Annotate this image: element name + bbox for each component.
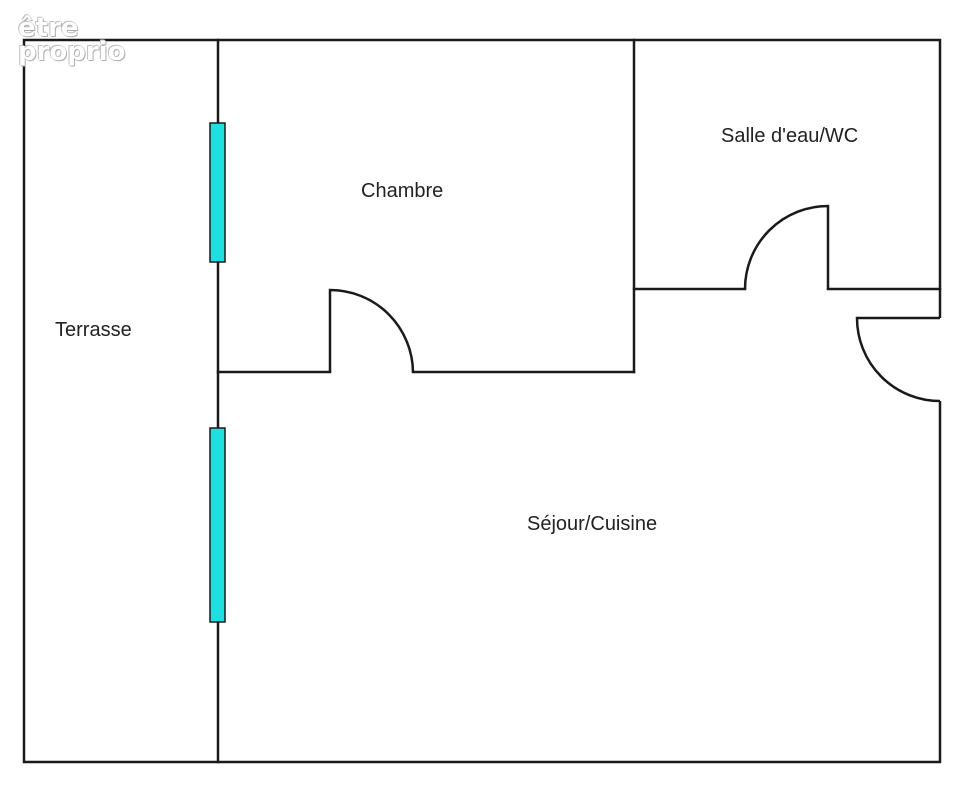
room-label-sejour: Séjour/Cuisine xyxy=(527,513,657,535)
entrance-gap xyxy=(936,318,946,401)
window-sejour xyxy=(209,427,226,623)
window-chambre xyxy=(209,122,226,263)
room-label-salle-eau: Salle d'eau/WC xyxy=(721,125,858,147)
entrance-door xyxy=(855,316,941,403)
outer-wall xyxy=(22,38,942,764)
chambre-door xyxy=(328,288,415,373)
salle-eau-door xyxy=(743,204,830,290)
room-label-chambre: Chambre xyxy=(361,180,443,202)
room-label-terrasse: Terrasse xyxy=(55,319,132,341)
